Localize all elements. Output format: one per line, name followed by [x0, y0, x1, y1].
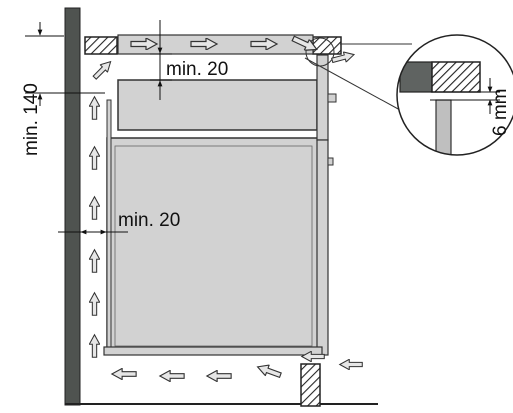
worktop-left-block [84, 36, 118, 55]
handle-upper [327, 93, 337, 103]
zoom-hatched-block [431, 61, 481, 93]
airflow-arrow [159, 370, 185, 382]
plinth-hatched-block [300, 363, 321, 407]
back-clearance-label: min. 20 [118, 210, 180, 231]
airflow-arrow [89, 334, 100, 358]
door-lower [316, 139, 329, 356]
zoom-vertical-panel [435, 99, 452, 155]
wall [64, 7, 81, 406]
airflow-arrow [89, 249, 100, 273]
zoom-detail-circle [396, 34, 513, 156]
airflow-arrow [89, 96, 100, 120]
airflow-arrow [90, 57, 115, 82]
airflow-arrow [89, 146, 100, 170]
handle-lower [327, 157, 334, 166]
top-clearance-label: min. 20 [166, 59, 228, 80]
side-panel [106, 99, 112, 351]
zoom-detail [397, 35, 513, 155]
gap-label: 6 mm [490, 89, 511, 137]
bottom-plinth [103, 346, 323, 356]
airflow-arrow [206, 370, 232, 382]
airflow-arrow [89, 196, 100, 220]
side-height-label: min. 140 [21, 83, 42, 156]
airflow-arrow [255, 360, 283, 382]
zoom-connector-bottom [304, 57, 401, 111]
upper-compartment [117, 79, 318, 131]
zoom-source-circle [305, 37, 335, 67]
appliance-inner-panel [114, 145, 313, 347]
airflow-arrow [89, 292, 100, 316]
airflow-arrow [111, 368, 137, 380]
airflow-arrow [339, 359, 363, 370]
